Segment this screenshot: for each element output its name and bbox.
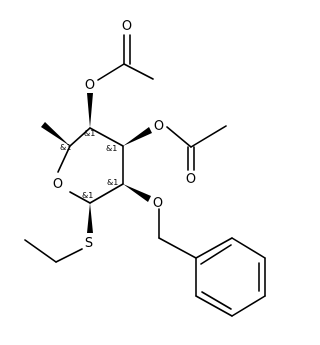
chemical-structure-diagram: O O O O O O S &1 &1 &1 &1 &1	[24, 19, 266, 317]
bond-ch2-ch3-ethyl	[24, 239, 57, 263]
bond-c1-o-ring	[69, 191, 91, 204]
atom-ring-oxygen: O	[53, 177, 63, 192]
bond-ch2-phenyl	[158, 237, 197, 259]
atom-acetyl-right-carbonyl-oxygen: O	[186, 172, 196, 187]
wedge-c2-obenzyl	[123, 184, 151, 202]
bond-c2-c1	[89, 183, 124, 204]
wedge-c3-oacetyl	[123, 127, 152, 146]
phenyl-bond-4	[231, 295, 266, 317]
phenyl-bond-5	[195, 295, 233, 317]
phenyl-inner-bond-1	[200, 244, 232, 265]
stereo-label-c4: &1	[84, 129, 95, 138]
atom-benzyl-ether-oxygen: O	[153, 196, 163, 211]
atom-acetyl-top-carbonyl-oxygen: O	[122, 19, 132, 34]
wedge-c4-oacetyl	[87, 93, 93, 128]
stereo-label-c5: &1	[60, 143, 71, 152]
atom-acetyl-top-ester-oxygen: O	[85, 78, 95, 93]
stereo-label-c1: &1	[82, 191, 93, 200]
bond-c-methyl-top	[123, 63, 154, 80]
phenyl-bond-2	[231, 237, 266, 259]
bond-c-methyl-right	[190, 125, 227, 148]
bond-o-c-acetyl-right	[166, 126, 192, 148]
atom-acetyl-right-ester-oxygen: O	[154, 119, 164, 134]
stereo-label-c3: &1	[106, 144, 117, 153]
stereo-label-c2: &1	[107, 178, 118, 187]
atom-sulfur: S	[85, 236, 93, 251]
bond-o-c-acetyl-top	[97, 63, 125, 81]
structure-canvas: O O O O O O S &1 &1 &1 &1 &1	[24, 19, 266, 317]
bond-o-ring-c5	[57, 145, 71, 173]
wedge-c5-methyl	[41, 122, 70, 146]
bond-c5-c4	[69, 127, 91, 147]
phenyl-inner-bond-3	[201, 291, 232, 310]
bond-c4-c3	[89, 127, 124, 147]
bond-s-ch2-ethyl	[55, 248, 83, 263]
wedge-c1-sulfur	[87, 203, 93, 233]
phenyl-bond-1	[195, 237, 233, 259]
